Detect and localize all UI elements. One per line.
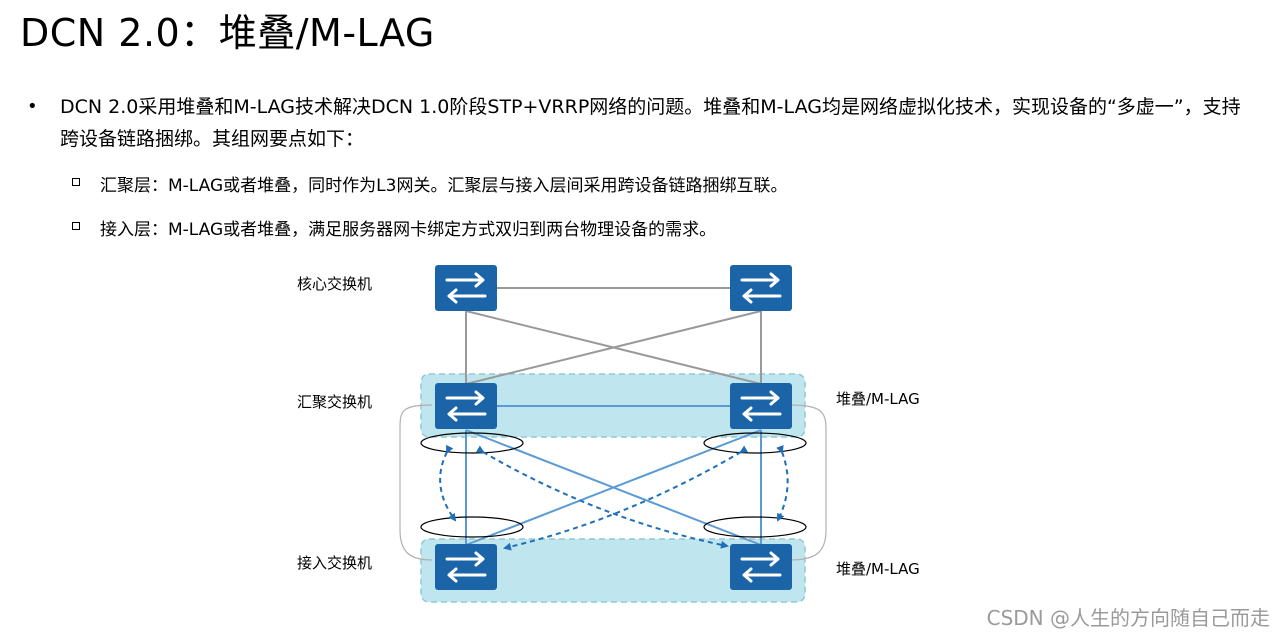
access-switch-label: 接入交换机 [297, 554, 373, 572]
page-title: DCN 2.0：堆叠/M-LAG [20, 11, 435, 55]
sub-item-text: 汇聚层：M-LAG或者堆叠，同时作为L3网关。汇聚层与接入层间采用跨设备链路捆绑… [100, 176, 788, 196]
bullet-dot-icon: • [27, 96, 38, 117]
bundle-ellipse [420, 432, 524, 454]
right-bundle-curve [789, 404, 827, 561]
dashed-arrow [776, 444, 789, 522]
bullet-text: DCN 2.0采用堆叠和M-LAG技术解决DCN 1.0阶段STP+VRRP网络… [60, 96, 1241, 150]
switch-icon [728, 263, 794, 313]
dashed-arrow [439, 444, 457, 522]
core-links [465, 287, 762, 385]
access-group-label: 堆叠/M-LAG [836, 560, 920, 578]
dashed-arrow [503, 445, 749, 551]
sub-item-text: 接入层：M-LAG或者堆叠，满足服务器网卡绑定方式双归到两台物理设备的需求。 [100, 220, 717, 240]
aggregation-group-label: 堆叠/M-LAG [836, 390, 920, 408]
bundle-ellipse [420, 516, 524, 538]
watermark: CSDN @人生的方向随自己而走 [986, 606, 1270, 630]
aggregation-switch-label: 汇聚交换机 [297, 393, 373, 411]
dashed-arrow [475, 445, 729, 549]
square-bullet-icon [72, 178, 80, 186]
bundle-ellipse [703, 432, 807, 454]
sub-item-aggregation: 汇聚层：M-LAG或者堆叠，同时作为L3网关。汇聚层与接入层间采用跨设备链路捆绑… [72, 174, 787, 198]
bullet-item: • DCN 2.0采用堆叠和M-LAG技术解决DCN 1.0阶段STP+VRRP… [27, 91, 1247, 155]
bundle-ellipse [703, 516, 807, 538]
square-bullet-icon [72, 222, 80, 230]
switch-icon [728, 542, 794, 592]
switch-icon [728, 381, 794, 431]
switch-icon [433, 542, 499, 592]
core-switch-label: 核心交换机 [297, 275, 373, 293]
switch-icon [433, 381, 499, 431]
left-bundle-curve [399, 404, 433, 561]
sub-item-access: 接入层：M-LAG或者堆叠，满足服务器网卡绑定方式双归到两台物理设备的需求。 [72, 218, 716, 242]
switch-icon [433, 263, 499, 313]
